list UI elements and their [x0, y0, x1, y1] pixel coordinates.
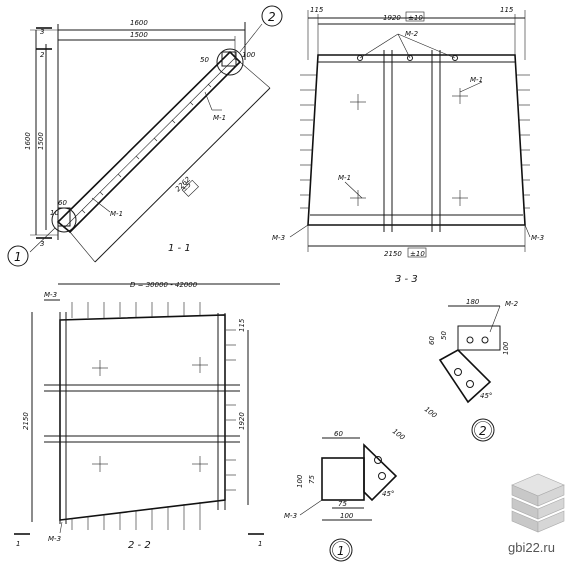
section-label-2-2: 2 - 2: [128, 540, 151, 551]
dim-75-detail1-left: 75: [308, 475, 316, 484]
cut-mark-1-right: 1: [258, 540, 262, 548]
detail-1: 60 100 100 75 75 100 45° М-3 1: [284, 427, 407, 562]
detail-circle-1: [51, 207, 77, 233]
mark-m3-3-3-right: М-3: [531, 234, 544, 242]
detail-circle-2: [216, 48, 244, 76]
dim-60-detail2: 60: [428, 336, 436, 345]
dim-1600: 1600: [130, 19, 148, 27]
dim-115-left: 115: [310, 6, 324, 14]
dim-1920: 1920: [383, 14, 401, 22]
dim-60-detail1: 60: [334, 430, 343, 438]
mark-m1-upper: М-1: [213, 114, 226, 122]
mark-m2-detail: М-2: [505, 300, 519, 308]
rebar-ticks-2-2: [71, 302, 236, 530]
view-section-3-3: 115 115 1920 ±10: [272, 6, 544, 285]
mark-m3-3-3-left: М-3: [272, 234, 285, 242]
mark-m2-3-3: М-2: [405, 30, 419, 38]
mark-m3-detail1: М-3: [284, 512, 297, 520]
dim-span-d: D = 30000 - 42000: [130, 281, 198, 289]
detail-1-callout-circle: [329, 538, 353, 562]
view-section-1-1: 1600 1500 1600 1500 3 2 3 2: [7, 5, 283, 267]
cut-mark-2: 2: [40, 51, 45, 59]
cut-mark-1-left: 1: [16, 540, 20, 548]
dim-2150: 2150: [384, 250, 402, 258]
crosshair-marks-3-3: [350, 88, 468, 206]
view-section-2-2: М-3: [14, 291, 264, 551]
mark-m1-lower: М-1: [110, 210, 123, 218]
dim-pm10-top: ±10: [408, 14, 423, 22]
callout-1-circle: [7, 245, 29, 267]
section-label-1-1: 1 - 1: [168, 243, 191, 254]
mark-m1-3-3-left: М-1: [338, 174, 351, 182]
site-logo: [511, 473, 565, 533]
dim-100-detail2-right: 100: [502, 341, 510, 355]
dim-50-detail2: 50: [440, 331, 448, 340]
watermark-text: gbi22.ru: [508, 540, 555, 555]
dim-45-detail2: 45°: [480, 392, 492, 400]
dim-1500: 1500: [130, 31, 148, 39]
dim-45-detail1: 45°: [382, 490, 394, 498]
mark-m3-2-2-top: М-3: [44, 291, 57, 299]
dim-100-detail1-top: 100: [391, 427, 407, 442]
rebar-ticks-3-3: [300, 74, 530, 209]
dim-1920-vertical: 1920: [238, 412, 246, 430]
dim-pm10-bottom: ±10: [410, 250, 425, 258]
section-label-3-3: 3 - 3: [395, 274, 418, 285]
dim-115-right: 115: [500, 6, 514, 14]
dim-1500-vertical: 1500: [37, 132, 45, 150]
dim-100-detail1-bottom: 100: [340, 512, 354, 520]
dim-100-detail1-left: 100: [296, 474, 304, 488]
detail-2-callout-circle: [471, 418, 495, 442]
dim-115-vertical: 115: [238, 318, 246, 332]
detail-2-callout-label: 2: [479, 424, 487, 438]
span-dimension: D = 30000 - 42000: [58, 281, 280, 289]
callout-2-label: 2: [268, 10, 276, 24]
dim-100-detail2-bottom: 100: [423, 405, 439, 420]
dim-60-bottom: 60: [58, 199, 67, 207]
dim-100-top: 100: [242, 51, 256, 59]
crosshair-marks-2-2: [92, 357, 208, 472]
callout-1-label: 1: [14, 250, 22, 264]
cut-mark-3-bottom: 3: [40, 240, 44, 248]
cut-mark-3-top: 3: [40, 28, 44, 36]
detail-1-callout-label: 1: [337, 544, 345, 558]
dim-50-top: 50: [200, 56, 209, 64]
dim-75-detail1-bottom: 75: [338, 500, 347, 508]
dim-1600-vertical: 1600: [24, 132, 32, 150]
dim-180: 180: [466, 298, 480, 306]
callout-2-circle: [261, 5, 283, 27]
beam-rebar-ticks: [81, 83, 212, 214]
mark-m3-2-2-bottom: М-3: [48, 535, 61, 543]
detail-2: 180 М-2 60 50 100 100 45° 2: [423, 298, 519, 442]
dim-2150-vertical: 2150: [22, 412, 30, 430]
mark-m1-3-3-right: М-1: [470, 76, 483, 84]
